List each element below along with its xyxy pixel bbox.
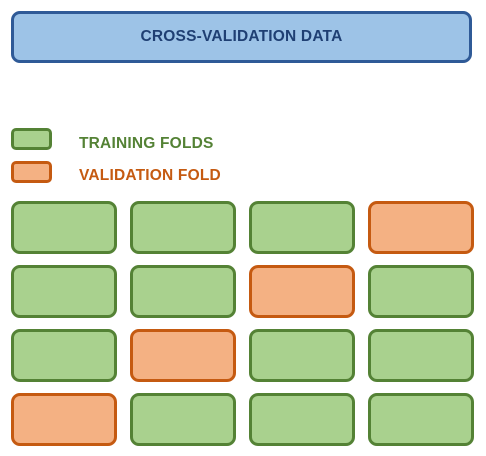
training-fold-r3-c3 xyxy=(249,329,355,382)
training-fold-r4-c2 xyxy=(130,393,236,446)
training-fold-r3-c4 xyxy=(368,329,474,382)
validation-fold-r4-c1 xyxy=(11,393,117,446)
legend-swatch-training xyxy=(11,128,52,150)
training-fold-r2-c2 xyxy=(130,265,236,318)
training-fold-r2-c4 xyxy=(368,265,474,318)
validation-fold-r3-c2 xyxy=(130,329,236,382)
training-fold-r1-c3 xyxy=(249,201,355,254)
title-box: CROSS-VALIDATION DATA xyxy=(11,11,472,63)
training-fold-r1-c2 xyxy=(130,201,236,254)
fold-grid xyxy=(11,201,475,446)
legend-label-validation: VALIDATION FOLD xyxy=(79,167,221,184)
training-fold-r4-c3 xyxy=(249,393,355,446)
validation-fold-r2-c3 xyxy=(249,265,355,318)
legend-swatch-validation xyxy=(11,161,52,183)
training-fold-r3-c1 xyxy=(11,329,117,382)
legend-label-training: TRAINING FOLDS xyxy=(79,135,214,152)
validation-fold-r1-c4 xyxy=(368,201,474,254)
training-fold-r1-c1 xyxy=(11,201,117,254)
training-fold-r4-c4 xyxy=(368,393,474,446)
training-fold-r2-c1 xyxy=(11,265,117,318)
diagram-title: CROSS-VALIDATION DATA xyxy=(140,28,343,45)
